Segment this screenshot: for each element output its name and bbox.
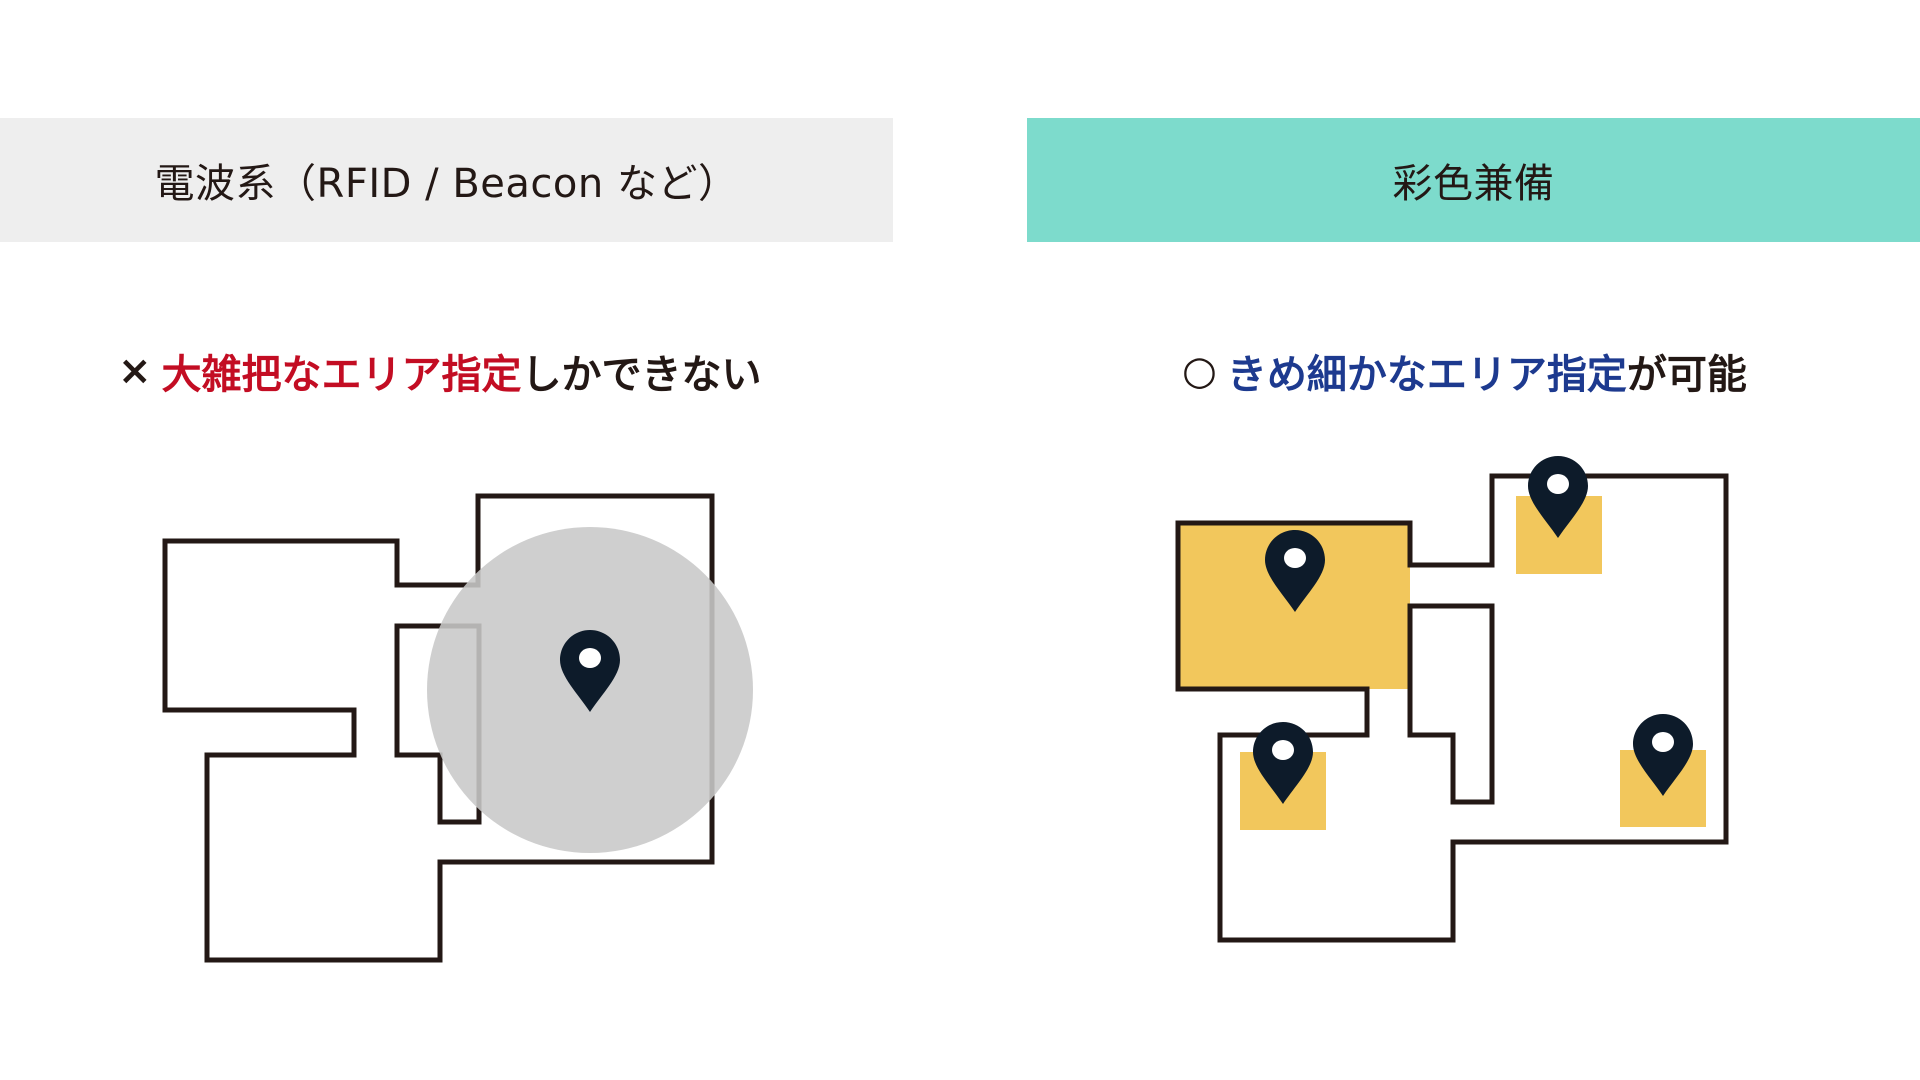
radio-method-caption: × 大雑把なエリア指定 しかできない [118, 338, 762, 404]
radio-caption-emphasis: 大雑把なエリア指定 [161, 352, 522, 398]
radio-caption-rest: しかできない [521, 352, 762, 398]
color-floorplan-outline [1175, 473, 1729, 943]
color-floorplan-inner-corridor [1407, 603, 1495, 805]
radio-floorplan-room-left [162, 493, 715, 963]
color-caption-emphasis: きめ細かなエリア指定 [1226, 352, 1627, 398]
color-zones [1178, 496, 1706, 830]
radio-method-header-label: 電波系（RFID / Beacon など） [154, 161, 739, 207]
radio-method-header: 電波系（RFID / Beacon など） [0, 118, 893, 242]
color-caption-rest: が可能 [1626, 352, 1747, 398]
color-method-header-label: 彩色兼備 [1392, 161, 1555, 207]
color-method-caption: ○ きめ細かなエリア指定 が可能 [1182, 338, 1747, 404]
cross-mark-icon: × [118, 348, 152, 394]
color-floorplan [1175, 473, 1729, 943]
circle-mark-icon: ○ [1182, 348, 1217, 394]
color-method-header: 彩色兼備 [1027, 118, 1920, 242]
